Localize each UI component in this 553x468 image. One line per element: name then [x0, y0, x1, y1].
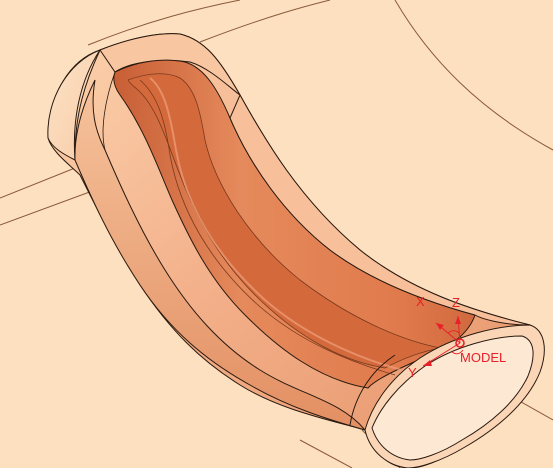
- surface-edge-line: [0, 189, 96, 226]
- coordinate-system-model[interactable]: X Z Y MODEL: [408, 294, 506, 380]
- surface-edge-line: [199, 0, 331, 43]
- y-axis-label: Y: [408, 365, 417, 380]
- x-axis-label: X: [416, 294, 425, 309]
- surface-edge-line: [299, 439, 353, 468]
- surface-edge-line: [394, 0, 553, 151]
- surface-edge-line: [87, 0, 241, 46]
- z-axis-label: Z: [452, 295, 460, 310]
- tube-left-end[interactable]: [47, 49, 101, 161]
- tube-body[interactable]: [47, 33, 545, 468]
- surface-edge-line: [0, 167, 76, 199]
- csys-name-label: MODEL: [460, 350, 506, 365]
